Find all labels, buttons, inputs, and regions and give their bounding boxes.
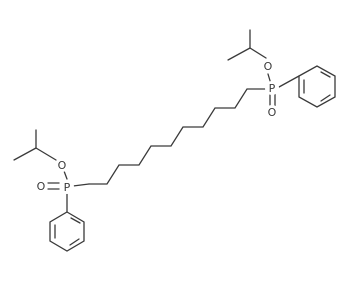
bond-methyl-bottom-left [13,147,37,161]
atom-p-bottom: P [60,180,74,194]
phenyl-ring-bottom [49,211,85,252]
bond-o-p-bottom [63,170,68,180]
alkyl-chain [88,88,266,185]
svg-text:P: P [64,181,71,194]
atom-o-oxo-bottom: O [34,179,48,193]
bond-p-chain-bottom [72,183,90,187]
bond-ch-o-top [249,47,267,59]
svg-text:P: P [269,82,276,95]
atom-o-ether-top: O [261,59,275,73]
svg-text:O: O [268,106,277,119]
svg-text:O: O [37,180,46,193]
svg-text:O: O [264,60,273,73]
atom-o-ether-bottom: O [55,158,69,172]
bonds [13,29,336,252]
atom-p-top: P [265,81,279,95]
bond-ch-o-bottom [35,147,57,161]
phenyl-ring-top [298,65,336,108]
atom-o-oxo-top: O [265,105,279,119]
bond-p-phenyl-top [278,75,300,88]
bond-methyl-top-left [227,47,251,61]
svg-text:O: O [58,159,67,172]
atom-labels: O P O O P O [34,59,279,194]
